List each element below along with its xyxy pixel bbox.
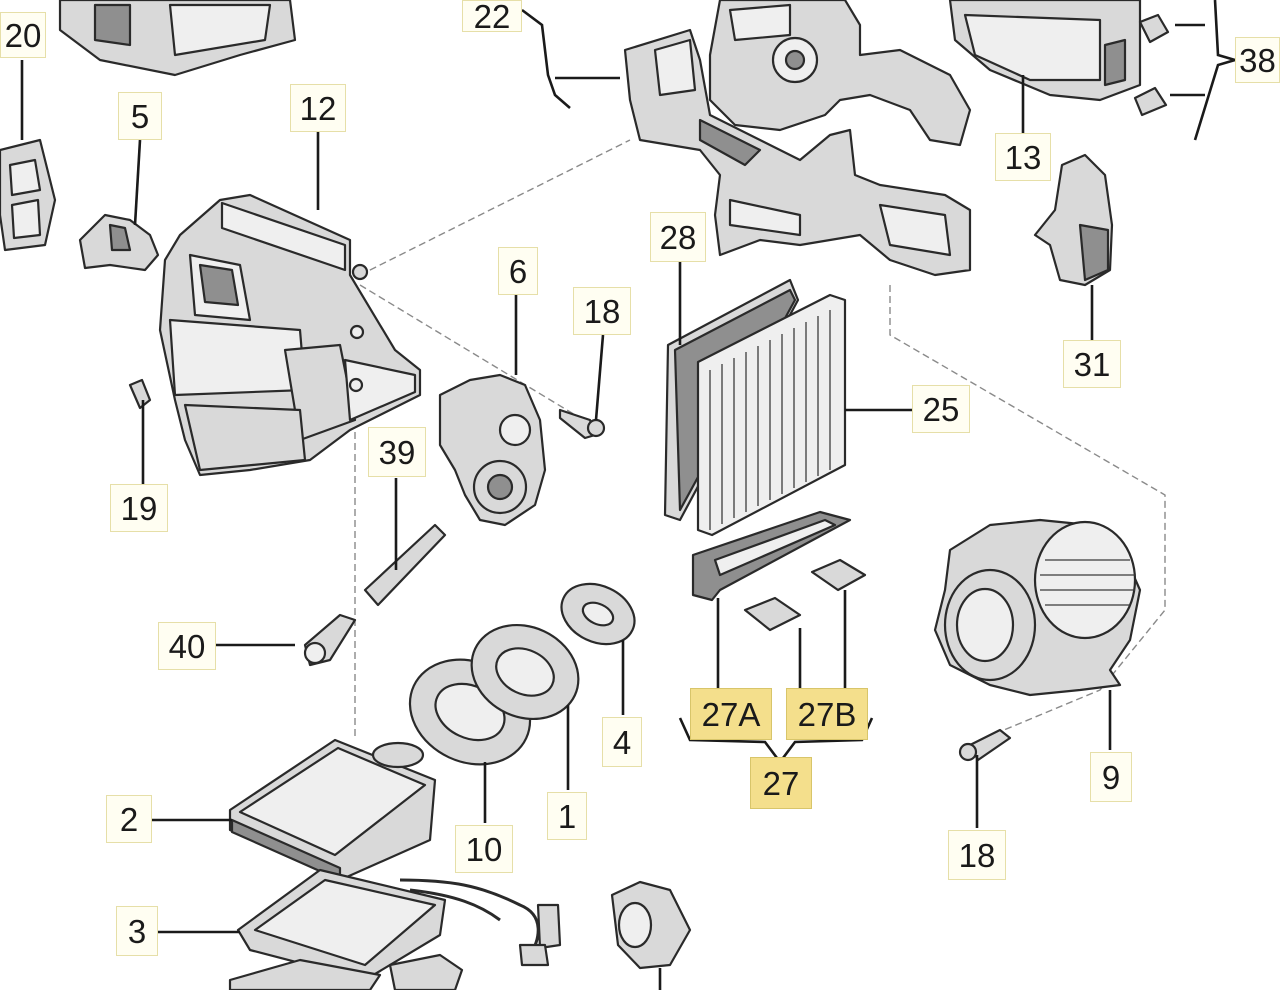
callout-4: 4 xyxy=(602,717,642,767)
part-4-grommet[interactable] xyxy=(552,573,645,656)
part-18-screw-lower[interactable] xyxy=(958,728,1012,762)
callout-27b: 27B xyxy=(786,688,868,740)
callout-31: 31 xyxy=(1063,340,1121,388)
leader-lines xyxy=(20,0,1240,990)
part-22-vent-housing[interactable] xyxy=(708,0,972,147)
callout-6: 6 xyxy=(498,247,538,295)
part-9-blower-motor[interactable] xyxy=(933,518,1142,697)
part-3-evaporator[interactable] xyxy=(228,868,464,990)
callout-38: 38 xyxy=(1235,37,1280,83)
callout-2: 2 xyxy=(106,795,152,843)
callout-12: 12 xyxy=(290,84,346,132)
part-12-heater-housing[interactable] xyxy=(158,193,422,477)
part-38-clips[interactable] xyxy=(1133,13,1170,117)
part-40-bushing[interactable] xyxy=(303,613,357,667)
part-6-actuator[interactable] xyxy=(438,373,547,527)
callout-27a: 27A xyxy=(690,688,772,740)
callout-28: 28 xyxy=(650,212,706,262)
callout-20: 20 xyxy=(0,12,46,58)
part-1-seal[interactable] xyxy=(456,608,594,736)
callout-9: 9 xyxy=(1090,752,1132,802)
callout-25: 25 xyxy=(912,385,970,433)
wiring-harness[interactable] xyxy=(399,878,562,967)
part-5-bracket[interactable] xyxy=(78,213,160,272)
part-27a-filter-holder[interactable] xyxy=(691,510,852,602)
callout-3: 3 xyxy=(116,906,158,956)
callout-22: 22 xyxy=(462,0,522,33)
callout-1: 1 xyxy=(547,792,587,840)
part-22-duct[interactable] xyxy=(623,28,972,277)
callout-27: 27 xyxy=(750,757,812,809)
callout-13: 13 xyxy=(995,133,1051,181)
bottom-bushing[interactable] xyxy=(610,880,692,970)
callout-39: 39 xyxy=(368,427,426,477)
assembly-guides xyxy=(354,139,1166,741)
part-39-rod[interactable] xyxy=(363,523,447,607)
callout-18-upper: 18 xyxy=(573,287,631,335)
part-27b-clips[interactable] xyxy=(743,558,867,632)
callout-5: 5 xyxy=(118,92,162,140)
part-2-heater-core[interactable] xyxy=(228,738,437,882)
callout-10: 10 xyxy=(455,825,513,873)
callout-18-lower: 18 xyxy=(948,830,1006,880)
part-25-cabin-filter[interactable] xyxy=(696,293,847,537)
part-13-vent-frame[interactable] xyxy=(948,0,1142,102)
part-20-grille[interactable] xyxy=(0,138,57,252)
part-18-screw-upper[interactable] xyxy=(558,408,606,440)
callout-19: 19 xyxy=(110,484,168,532)
part-31-flap[interactable] xyxy=(1033,153,1114,287)
screw-top[interactable] xyxy=(348,263,369,393)
part-20-housing[interactable] xyxy=(58,0,297,77)
part-19-clip[interactable] xyxy=(128,378,152,410)
callout-40: 40 xyxy=(158,622,216,670)
